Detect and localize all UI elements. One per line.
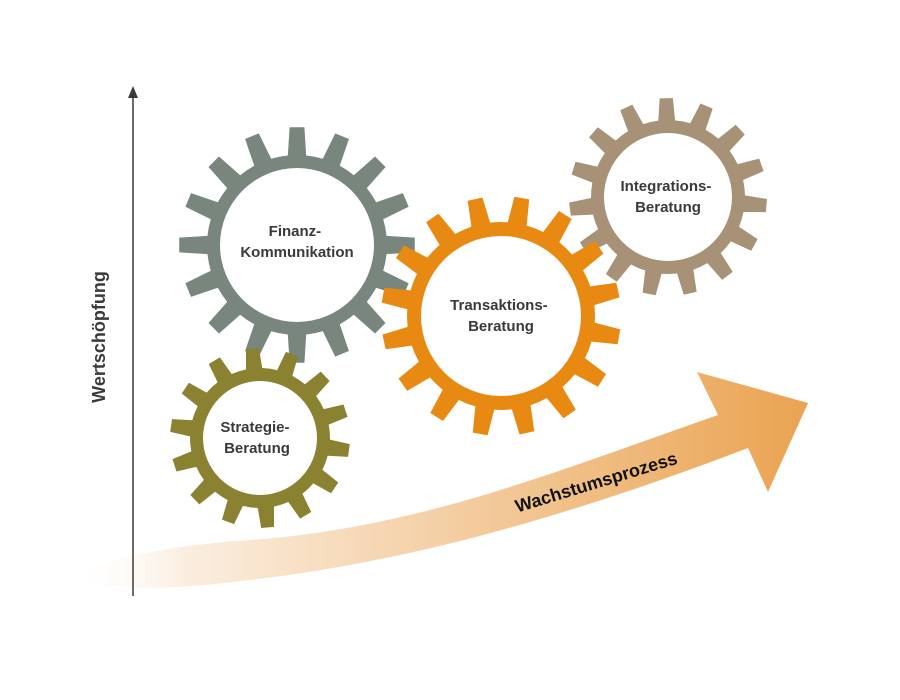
gear-strategie-shape — [170, 348, 350, 528]
gear-transaktion-label: Transaktions- Beratung — [450, 297, 552, 335]
gear-finanz-label: Finanz- Kommunikation — [240, 223, 353, 261]
gear-strategie-label-line2: Beratung — [224, 440, 290, 457]
gear-integrations-beratung: Integrations- Beratung — [569, 98, 767, 296]
gear-integration-label-line1: Integrations- — [620, 178, 711, 195]
y-axis: Wertschöpfung — [89, 86, 138, 596]
growth-arrow-shape — [75, 372, 808, 588]
gear-strategie-label-line1: Strategie- — [220, 419, 289, 436]
y-axis-label: Wertschöpfung — [89, 271, 109, 403]
gear-integration-shape — [569, 98, 767, 296]
gear-finanz-label-line2: Kommunikation — [240, 244, 353, 261]
y-axis-arrowhead — [128, 86, 138, 98]
gear-finanz-shape — [179, 127, 415, 363]
gear-transaktion-shape — [381, 196, 621, 436]
gear-integration-label: Integrations- Beratung — [620, 178, 715, 216]
gear-strategie-beratung: Strategie- Beratung — [170, 348, 350, 528]
gear-transaktion-label-line2: Beratung — [468, 318, 534, 335]
gear-finanz-label-line1: Finanz- — [269, 223, 322, 240]
gear-transaktion-label-line1: Transaktions- — [450, 297, 548, 314]
gear-strategie-label: Strategie- Beratung — [220, 419, 293, 457]
gear-finanz-kommunikation: Finanz- Kommunikation — [179, 127, 415, 363]
gear-transaktions-beratung: Transaktions- Beratung — [381, 196, 621, 436]
gear-integration-label-line2: Beratung — [635, 199, 701, 216]
